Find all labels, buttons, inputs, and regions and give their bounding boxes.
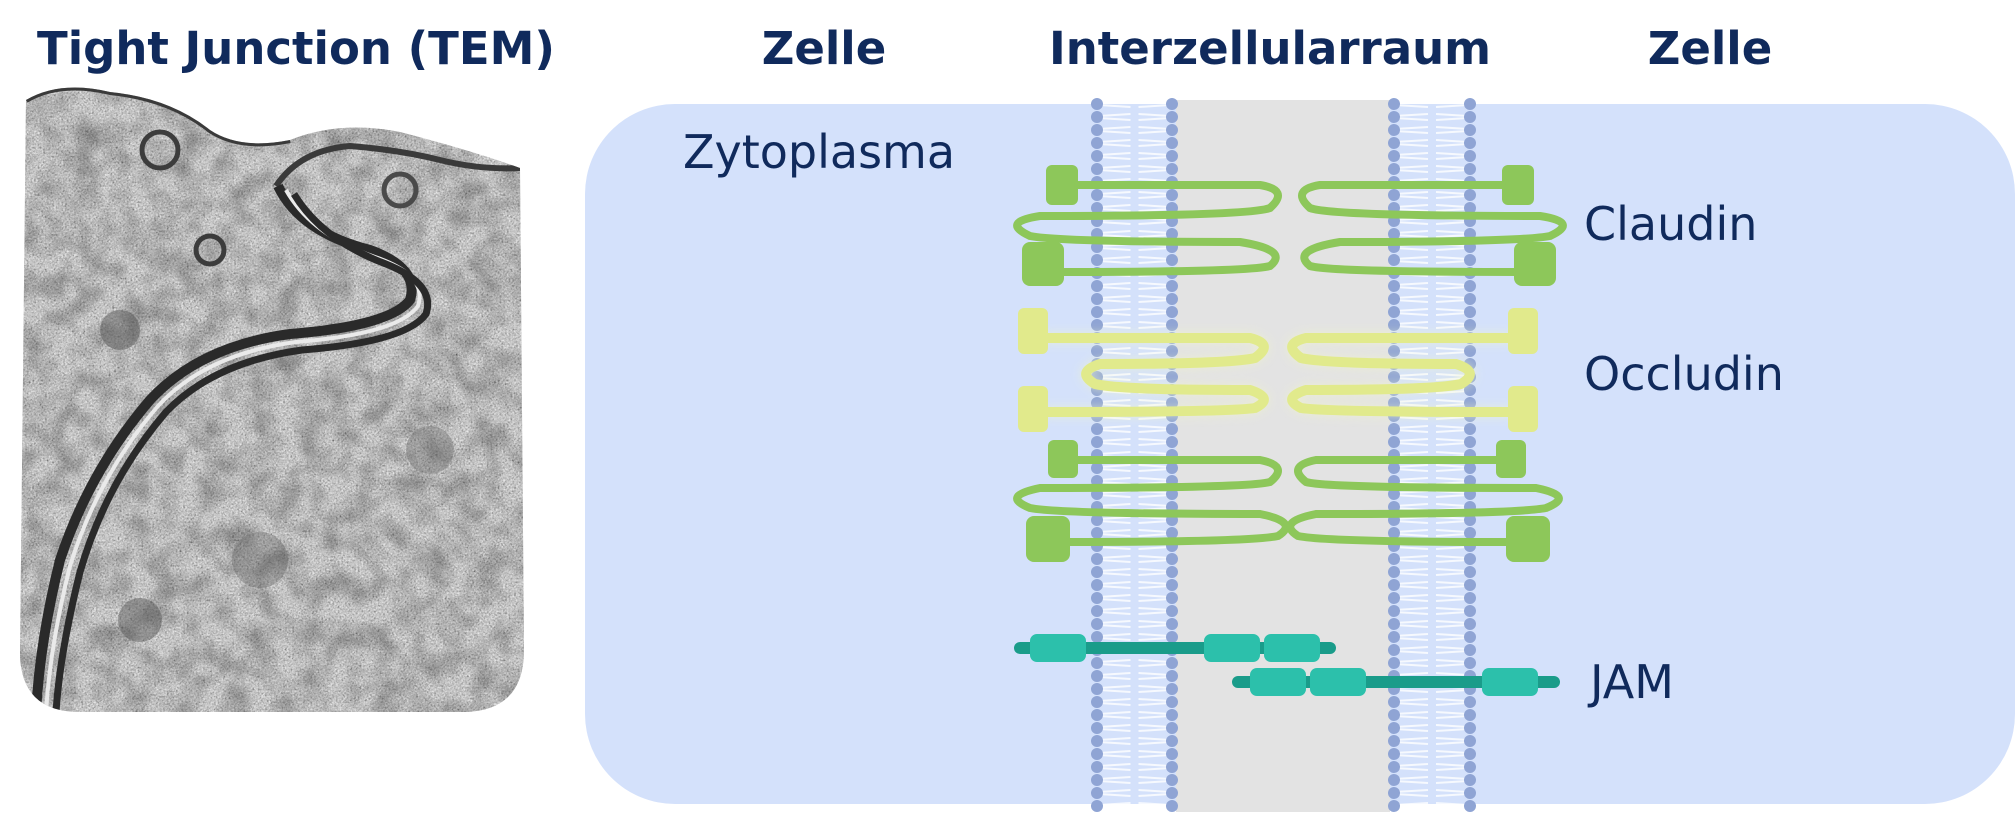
- junction-diagram: Zelle Interzellularraum Zelle Zytoplasma…: [585, 22, 2015, 812]
- claudin-label: Claudin: [1584, 197, 1757, 251]
- jam-left: [1014, 634, 1336, 662]
- tem-title: Tight Junction (TEM): [37, 22, 555, 75]
- cytoplasm-label: Zytoplasma: [683, 125, 955, 179]
- left-cell-heading: Zelle: [762, 22, 887, 75]
- claudin-bottom-left: [1013, 440, 1290, 562]
- occludin-label: Occludin: [1584, 347, 1784, 401]
- membrane-bilayer-right: [1388, 98, 1476, 812]
- right-cell-heading: Zelle: [1648, 22, 1773, 75]
- jam-label: JAM: [1587, 655, 1674, 709]
- claudin-top-left: [1013, 165, 1282, 286]
- tem-micrograph: [20, 87, 524, 712]
- claudin-top-right: [1298, 165, 1567, 286]
- tem-panel: Tight Junction (TEM): [20, 22, 555, 712]
- occludin-left: [1018, 308, 1269, 432]
- intercellular-heading: Interzellularraum: [1049, 22, 1491, 75]
- jam-right: [1232, 668, 1560, 696]
- occludin-right: [1287, 308, 1538, 432]
- claudin-bottom-right: [1286, 440, 1563, 562]
